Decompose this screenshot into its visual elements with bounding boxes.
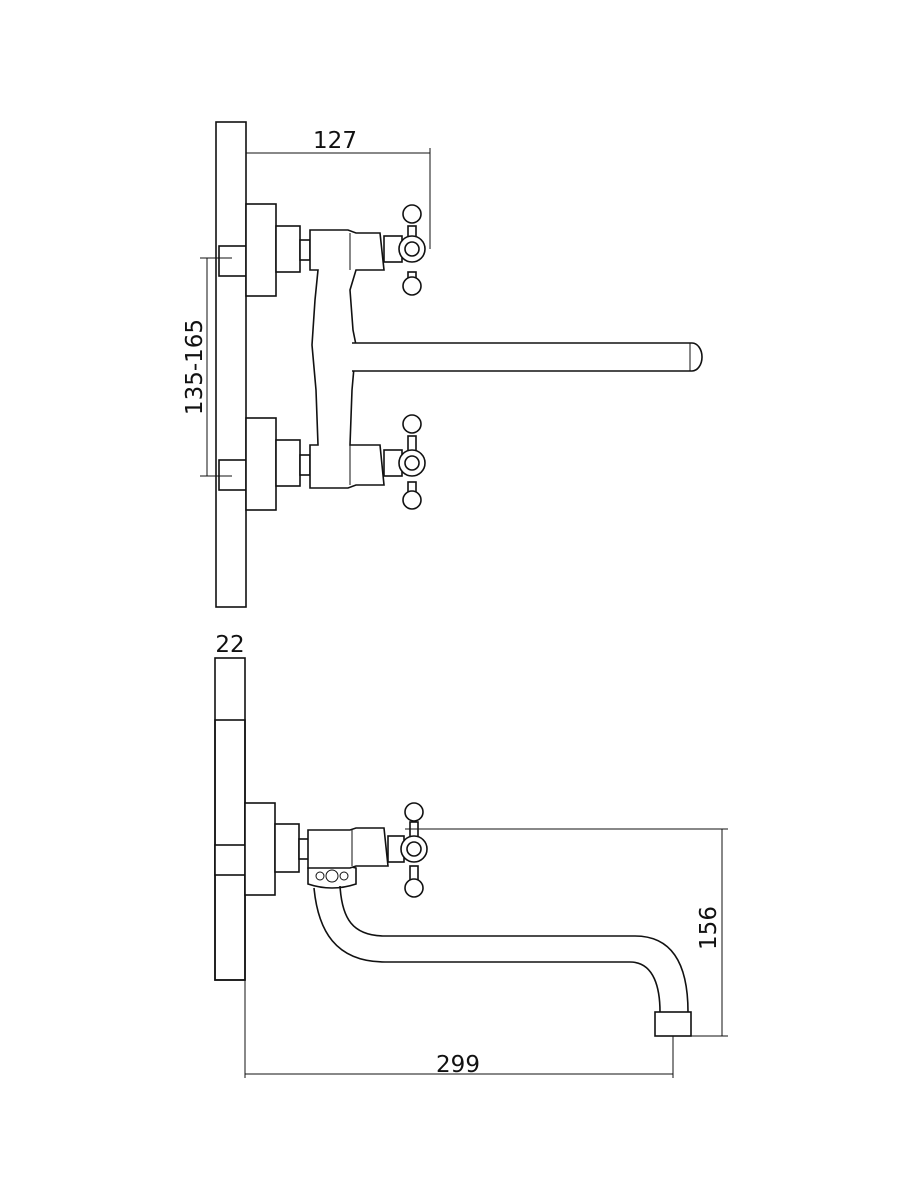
dimension-156: 156 <box>405 828 728 1037</box>
inlet-pipe-side <box>214 844 246 876</box>
mixer-body <box>309 229 385 489</box>
dim-label-156: 156 <box>696 906 722 950</box>
side-view: 22 156 299 <box>214 632 728 1078</box>
cross-handle-upper <box>383 204 426 296</box>
nut-lower <box>275 439 301 487</box>
dim-label-299: 299 <box>436 1052 480 1078</box>
dim-label-135-165: 135-165 <box>182 319 208 415</box>
flange-lower <box>245 417 277 511</box>
nut-side <box>274 823 300 873</box>
mixer-body-side <box>307 827 389 869</box>
dim-label-127: 127 <box>313 128 357 154</box>
dimension-127: 127 <box>245 128 431 249</box>
flange-upper <box>245 203 277 297</box>
dimension-135-165: 135-165 <box>182 257 232 477</box>
spout-top <box>352 342 703 372</box>
wall-section-top <box>215 121 247 608</box>
inlet-pipe-lower <box>218 459 247 491</box>
dimension-22: 22 <box>215 632 245 659</box>
cross-handle-side <box>387 802 428 898</box>
dim-label-22: 22 <box>215 632 244 658</box>
inlet-pipe-upper <box>218 245 247 277</box>
spout-side <box>313 887 661 1013</box>
flange-side <box>244 802 276 896</box>
cross-handle-lower <box>383 414 426 510</box>
aerator <box>654 1011 692 1037</box>
dimension-299: 299 <box>244 980 674 1078</box>
top-view: 127 135-165 <box>182 121 703 608</box>
nut-upper <box>275 225 301 273</box>
